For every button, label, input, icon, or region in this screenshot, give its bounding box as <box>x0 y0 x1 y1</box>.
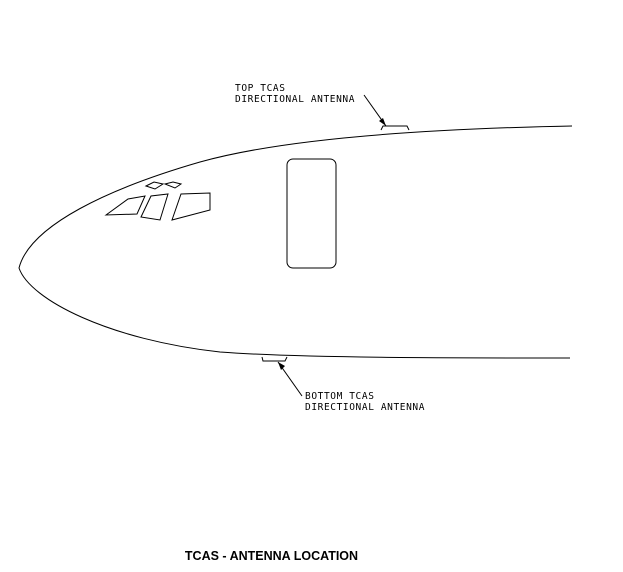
cockpit-window-1 <box>104 195 146 216</box>
bottom-callout-line2: DIRECTIONAL ANTENNA <box>305 402 425 413</box>
passenger-door <box>286 158 337 269</box>
top-antenna-arrowhead <box>379 118 386 126</box>
top-callout-line2: DIRECTIONAL ANTENNA <box>235 94 355 105</box>
bottom-callout-line1: BOTTOM TCAS <box>305 391 375 402</box>
bottom-tcas-antenna <box>261 356 288 362</box>
bottom-antenna-arrowhead <box>278 362 285 370</box>
eyebrow-window-1 <box>144 181 165 190</box>
top-tcas-antenna <box>380 125 410 131</box>
cockpit-window-2 <box>140 193 169 221</box>
cockpit-window-3 <box>171 192 211 221</box>
top-callout-line1: TOP TCAS <box>235 83 286 94</box>
fuselage-outline <box>18 125 573 359</box>
diagram-caption: TCAS - ANTENNA LOCATION <box>184 549 359 563</box>
eyebrow-window-2 <box>163 181 183 189</box>
